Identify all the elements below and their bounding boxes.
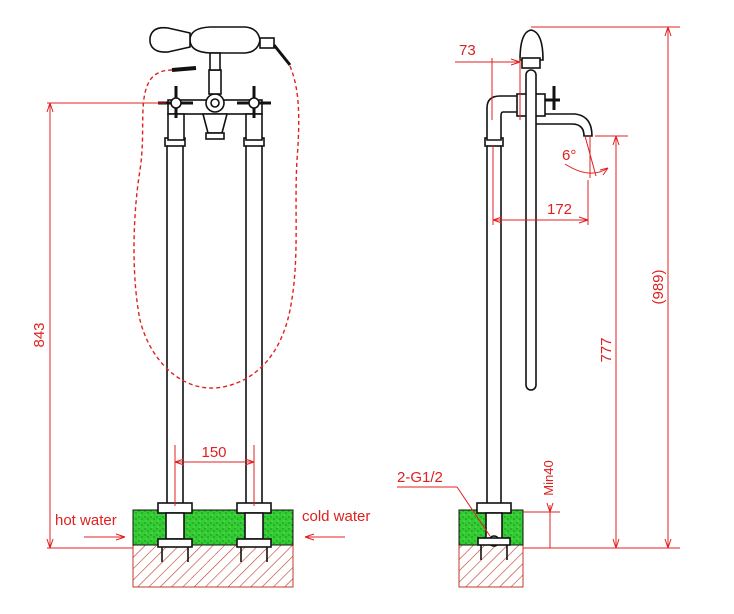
hot-water-arrow xyxy=(84,533,126,541)
dim-777-lines xyxy=(595,135,628,549)
right-riser xyxy=(244,512,264,540)
handshower-post xyxy=(208,69,222,95)
floor-hatch-side xyxy=(458,544,524,588)
side-flange xyxy=(476,502,512,514)
cold-water-arrow xyxy=(304,533,345,541)
spout-tip xyxy=(205,132,225,140)
side-head-collar xyxy=(521,57,541,69)
dim-150-lines xyxy=(174,445,255,506)
dim-843-label: 843 xyxy=(31,322,48,347)
floor-hatch-front xyxy=(132,544,294,588)
cradle-stem xyxy=(209,52,221,71)
front-spout xyxy=(201,113,229,134)
dim-73-label: 73 xyxy=(459,42,476,59)
side-view: 73 6° 172 777 xyxy=(397,26,680,588)
right-cross-handle xyxy=(237,86,271,118)
side-handshower-rod xyxy=(525,69,537,391)
shower-hose xyxy=(133,65,300,389)
hose-connector-left xyxy=(171,66,197,72)
side-cross-handle xyxy=(545,86,560,110)
dim-angle-lines xyxy=(564,135,609,178)
dim-150-label: 150 xyxy=(201,444,226,461)
handshower-cradle xyxy=(189,26,261,54)
side-pipe xyxy=(486,141,502,505)
handshower-head xyxy=(149,26,191,53)
hot-water-label: hot water xyxy=(55,512,117,529)
left-riser xyxy=(165,512,185,540)
side-handshower-head xyxy=(519,29,544,61)
cold-water-label: cold water xyxy=(302,508,370,525)
diverter-knob xyxy=(205,93,225,113)
side-riser xyxy=(485,512,503,540)
dim-172-lines xyxy=(492,145,589,225)
right-bolts xyxy=(236,538,272,562)
dim-angle-label: 6° xyxy=(562,147,576,164)
connection-leader xyxy=(397,486,491,537)
connection-label: 2-G1/2 xyxy=(397,469,443,486)
side-spout xyxy=(528,113,593,137)
dim-73-lines xyxy=(455,58,521,120)
dim-172-label: 172 xyxy=(547,201,572,218)
dim-min40-label: Min40 xyxy=(541,460,556,495)
hose-connector-right xyxy=(259,37,292,66)
left-bolts xyxy=(157,538,193,562)
side-base-fitting xyxy=(477,535,511,560)
diverter-center xyxy=(210,98,220,108)
dim-777-label: 777 xyxy=(598,337,615,362)
dim-989-lines xyxy=(531,26,680,549)
dim-843-lines xyxy=(46,102,166,549)
dim-989-label: (989) xyxy=(650,269,667,304)
floor-lines-side xyxy=(523,502,680,549)
front-view: 843 150 hot water cold water xyxy=(31,26,370,588)
